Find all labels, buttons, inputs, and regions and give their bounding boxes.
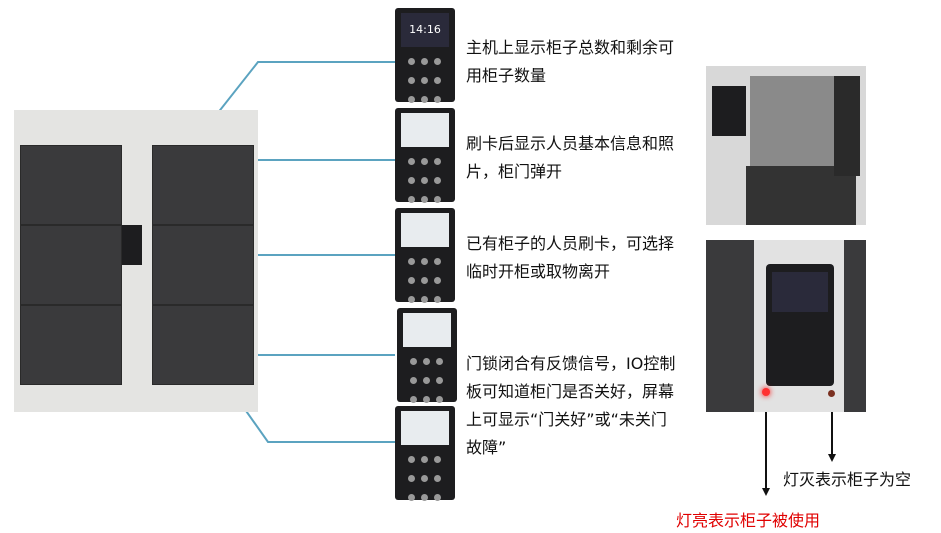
indicator-light-off <box>828 390 835 397</box>
light-on-note: 灯亮表示柜子被使用 <box>676 511 821 530</box>
description-2: 刷卡后显示人员基本信息和照片，柜门弹开 <box>466 134 675 181</box>
description-3: 已有柜子的人员刷卡，可选择临时开柜或取物离开 <box>466 234 675 281</box>
clock: 14:16 <box>409 23 441 36</box>
locker-photo <box>14 110 258 412</box>
device-door-closed-screen <box>397 308 457 403</box>
indicator-light-photo <box>706 240 866 412</box>
device-card-screen <box>395 108 455 203</box>
device-fault-screen <box>395 406 455 501</box>
device-home-screen: 14:16 <box>395 8 455 103</box>
device-option-screen <box>395 208 455 303</box>
description-1: 主机上显示柜子总数和剩余可用柜子数量 <box>466 38 675 85</box>
description-4: 门锁闭合有反馈信号，IO控制板可知道柜门是否关好，屏幕上可显示“门关好”或“未关… <box>466 354 676 457</box>
open-locker-photo <box>706 66 866 225</box>
light-off-note: 灯灭表示柜子为空 <box>783 470 912 489</box>
indicator-light-on <box>762 388 770 396</box>
